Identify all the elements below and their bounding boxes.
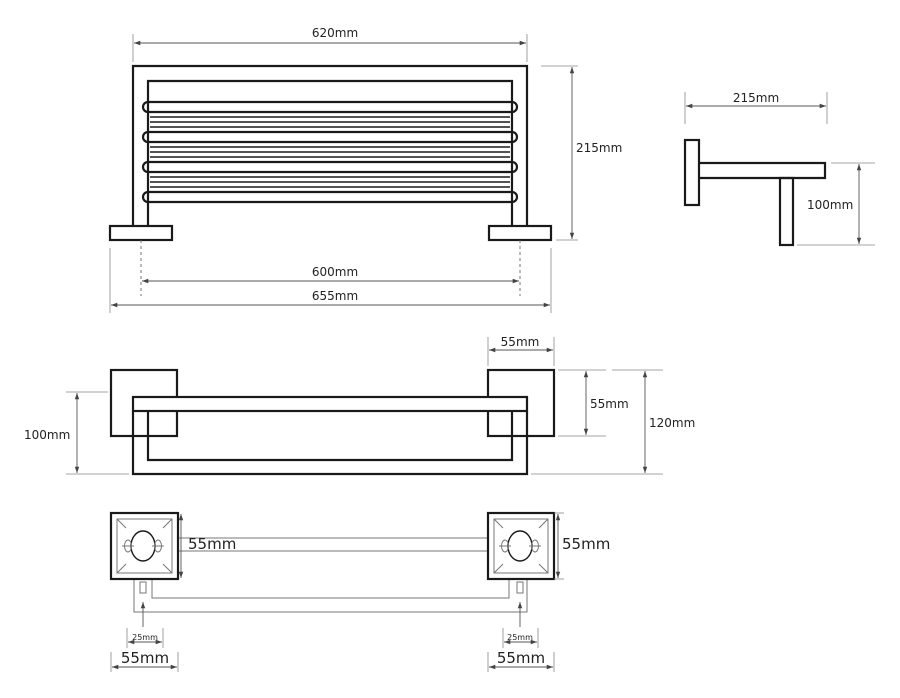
bottom-view: 55mm 55mm 25mm 25mm 55mm 55mm xyxy=(109,511,610,672)
front-left-foot xyxy=(108,224,174,242)
front-bars xyxy=(141,100,519,204)
dim-overall-width: 655mm xyxy=(312,289,358,303)
side-leg xyxy=(778,176,795,247)
side-arm xyxy=(699,161,827,180)
dim-bottom-flange-right: 55mm xyxy=(562,535,610,553)
dim-side-height: 100mm xyxy=(807,198,853,212)
dim-top-flange-width: 55mm xyxy=(501,335,540,349)
bottom-right-flange xyxy=(486,511,556,594)
dim-bottom-flange-left: 55mm xyxy=(188,535,236,553)
side-wall-plate xyxy=(683,138,701,207)
front-view: 620mm 215mm 600mm 655mm xyxy=(108,26,622,313)
dim-front-width: 620mm xyxy=(312,26,358,40)
dim-top-flange-height: 55mm xyxy=(590,397,629,411)
dim-fixing-distance: 600mm xyxy=(312,265,358,279)
top-shelf-plate xyxy=(131,395,529,413)
bottom-left-flange xyxy=(109,511,180,594)
front-right-foot xyxy=(487,224,553,242)
top-bar-outer xyxy=(131,411,529,476)
dim-bottom-small-right: 25mm xyxy=(507,633,533,642)
top-bar-inner xyxy=(146,411,514,462)
dim-top-left-height: 100mm xyxy=(24,428,70,442)
dim-bottom-width-left: 55mm xyxy=(121,649,169,667)
side-view: 215mm 100mm xyxy=(683,91,875,247)
front-frame-inner xyxy=(146,79,514,226)
dim-side-depth: 215mm xyxy=(733,91,779,105)
top-view: 55mm 55mm 120mm 100mm xyxy=(24,335,695,476)
front-frame-outer xyxy=(131,64,529,226)
dim-front-height: 215mm xyxy=(576,141,622,155)
dim-bottom-small-left: 25mm xyxy=(132,633,158,642)
dim-top-overall-height: 120mm xyxy=(649,416,695,430)
dim-bottom-width-right: 55mm xyxy=(497,649,545,667)
